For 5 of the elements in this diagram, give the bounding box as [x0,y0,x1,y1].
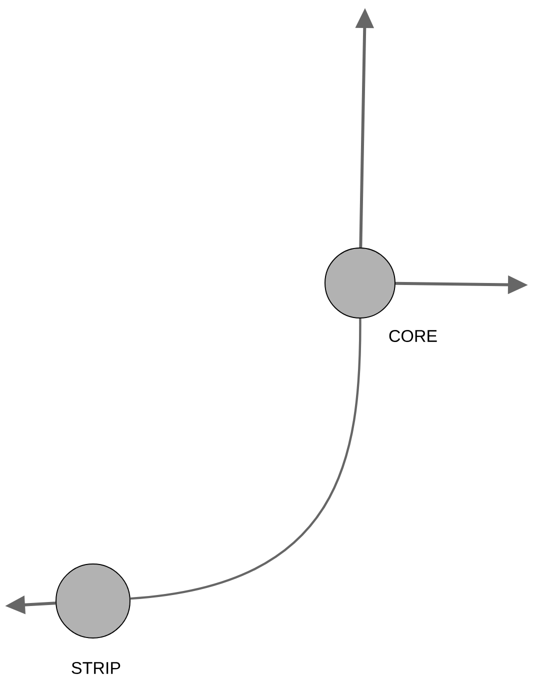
curved-line [130,318,362,600]
hatched-circle [56,564,130,638]
circle-label: STRIP [72,662,120,674]
circle-label: CORE [389,330,437,342]
hatched-circle [324,248,396,318]
